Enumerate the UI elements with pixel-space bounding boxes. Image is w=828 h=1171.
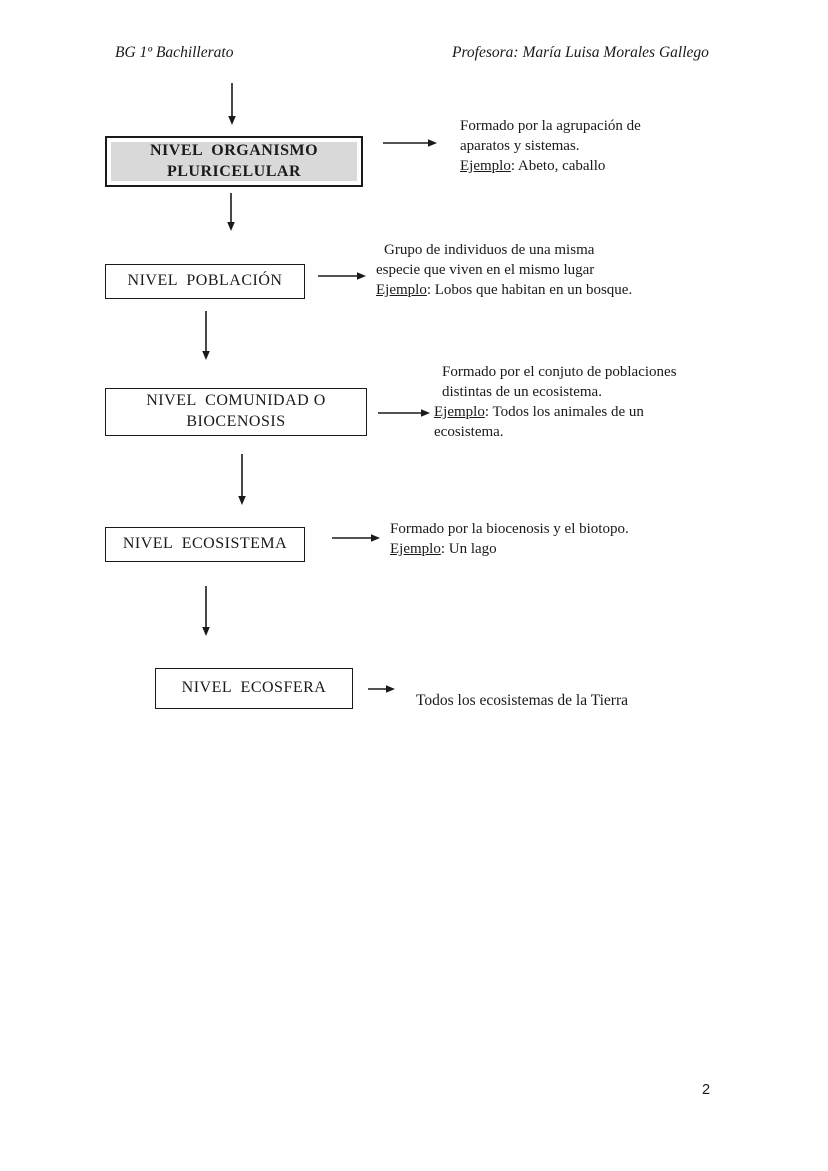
node-ecosfera: NIVEL ECOSFERA	[155, 668, 353, 709]
desc-organismo-pluricelular: Formado por la agrupación de aparatos y …	[460, 116, 641, 176]
node-shaded-fill: NIVEL ORGANISMO PLURICELULAR	[111, 142, 357, 181]
node-organismo-pluricelular: NIVEL ORGANISMO PLURICELULAR	[105, 136, 363, 187]
right-arrow	[383, 139, 437, 147]
node-label: NIVEL COMUNIDAD O	[146, 392, 326, 410]
ejemplo-label: Ejemplo	[434, 404, 485, 420]
desc-poblacion: Grupo de individuos de una misma especie…	[376, 240, 632, 300]
desc-line: Formado por el conjuto de poblaciones	[442, 364, 677, 380]
desc-line: Grupo de individuos de una misma	[384, 242, 595, 258]
down-arrow	[202, 586, 210, 636]
down-arrow	[227, 193, 235, 231]
desc-line: especie que viven en el mismo lugar	[376, 262, 595, 278]
node-ecosistema: NIVEL ECOSISTEMA	[105, 527, 305, 562]
node-label: NIVEL POBLACIÓN	[127, 272, 283, 290]
node-label: PLURICELULAR	[166, 162, 301, 180]
desc-comunidad-biocenosis: Formado por el conjuto de poblaciones di…	[434, 362, 677, 442]
right-arrow	[368, 685, 395, 693]
desc-line: Todos los ecosistemas de la Tierra	[416, 692, 629, 709]
down-arrow	[238, 454, 246, 505]
header-course-label: BG 1º Bachillerato	[115, 44, 234, 61]
node-label: NIVEL ECOSFERA	[181, 679, 327, 697]
desc-ecosistema: Formado por la biocenosis y el biotopo. …	[390, 519, 629, 559]
down-arrow	[228, 83, 236, 125]
desc-ejemplo-line: Ejemplo: Todos los animales de un	[434, 402, 677, 422]
desc-ejemplo-line: Ejemplo: Un lago	[390, 539, 629, 559]
ejemplo-label: Ejemplo	[390, 541, 441, 557]
ejemplo-text: : Lobos que habitan en un bosque.	[426, 282, 633, 298]
right-arrow	[378, 409, 430, 417]
ejemplo-text: : Un lago	[440, 541, 497, 557]
desc-ejemplo-line: Ejemplo: Abeto, caballo	[460, 156, 641, 176]
ejemplo-label: Ejemplo	[460, 158, 511, 174]
desc-ejemplo-line: Ejemplo: Lobos que habitan en un bosque.	[376, 280, 632, 300]
desc-line: Formado por la biocenosis y el biotopo.	[390, 521, 629, 537]
node-label: NIVEL ORGANISMO	[149, 141, 319, 159]
node-comunidad-biocenosis: NIVEL COMUNIDAD O BIOCENOSIS	[105, 388, 367, 436]
desc-line: aparatos y sistemas.	[460, 138, 580, 154]
desc-ecosfera: Todos los ecosistemas de la Tierra	[416, 691, 628, 711]
page-number: 2	[702, 1082, 711, 1098]
right-arrow	[332, 534, 380, 542]
ejemplo-text: : Todos los animales de un	[484, 404, 644, 420]
ejemplo-label: Ejemplo	[376, 282, 427, 298]
ejemplo-text: : Abeto, caballo	[510, 158, 606, 174]
desc-line: distintas de un ecosistema.	[442, 384, 602, 400]
node-label: NIVEL ECOSISTEMA	[122, 535, 288, 553]
down-arrow	[202, 311, 210, 360]
node-poblacion: NIVEL POBLACIÓN	[105, 264, 305, 299]
desc-line: ecosistema.	[434, 424, 504, 440]
node-label: BIOCENOSIS	[186, 413, 286, 430]
right-arrow	[318, 272, 366, 280]
header-professor-label: Profesora: María Luisa Morales Gallego	[452, 44, 709, 61]
desc-line: Formado por la agrupación de	[460, 118, 641, 134]
